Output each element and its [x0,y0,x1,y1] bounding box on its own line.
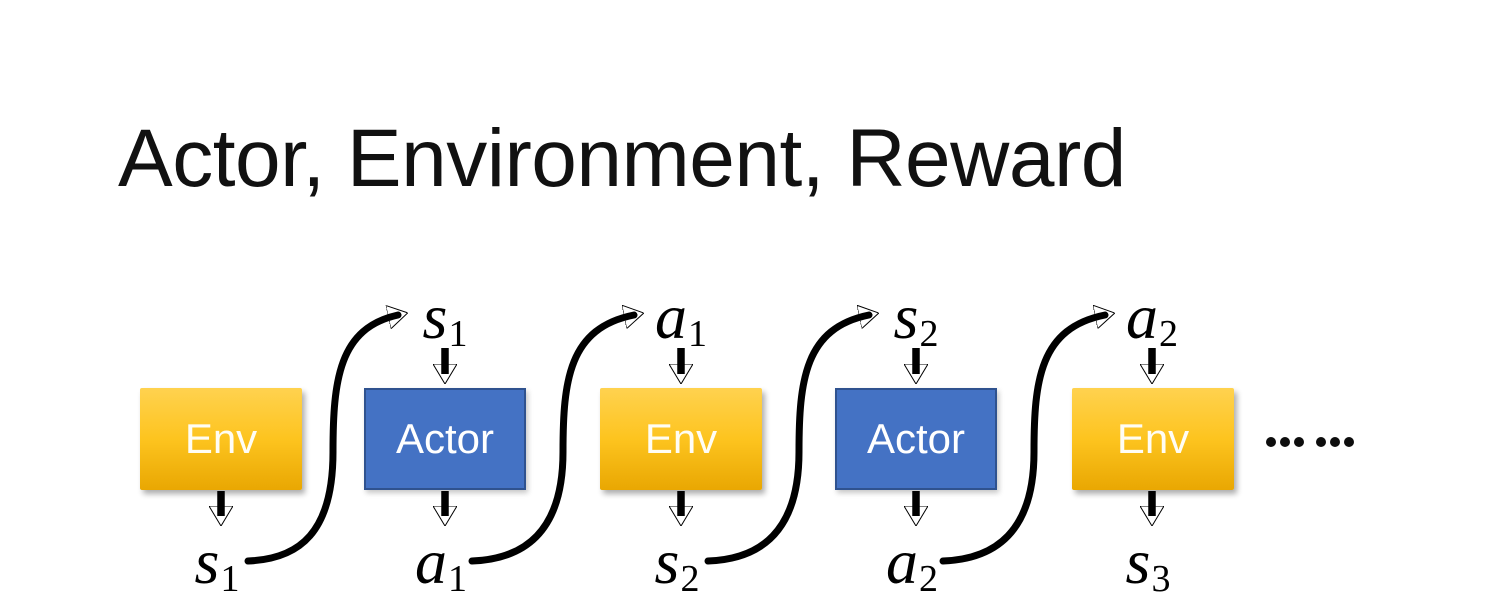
node-actor-1: Actor [364,388,526,490]
slide-title: Actor, Environment, Reward [118,113,1126,204]
ellipsis-dot [1344,437,1354,447]
output-label-a2: a2 [886,526,938,600]
node-label: Env [644,415,718,462]
input-label-s2: s2 [893,281,939,355]
output-label-s3: s3 [1125,526,1171,600]
ellipsis-dot [1280,437,1290,447]
node-label: Actor [395,415,495,462]
ellipsis-dot [1294,437,1304,447]
node-label: Env [184,415,258,462]
input-label-a1: a1 [655,281,707,355]
node-label: Env [1116,415,1190,462]
node-actor-2: Actor [835,388,997,490]
ellipsis-dot [1330,437,1340,447]
node-env-2: Env [600,388,762,490]
input-label-s1: s1 [422,281,468,355]
output-label-s2: s2 [654,526,700,600]
node-env-1: Env [140,388,302,490]
node-label: Actor [866,415,966,462]
node-env-3: Env [1072,388,1234,490]
ellipsis-dot [1266,437,1276,447]
output-label-s1: s1 [194,526,240,600]
ellipsis-dot [1316,437,1326,447]
input-label-a2: a2 [1126,281,1178,355]
ellipsis-dots [1266,437,1358,447]
output-label-a1: a1 [415,526,467,600]
